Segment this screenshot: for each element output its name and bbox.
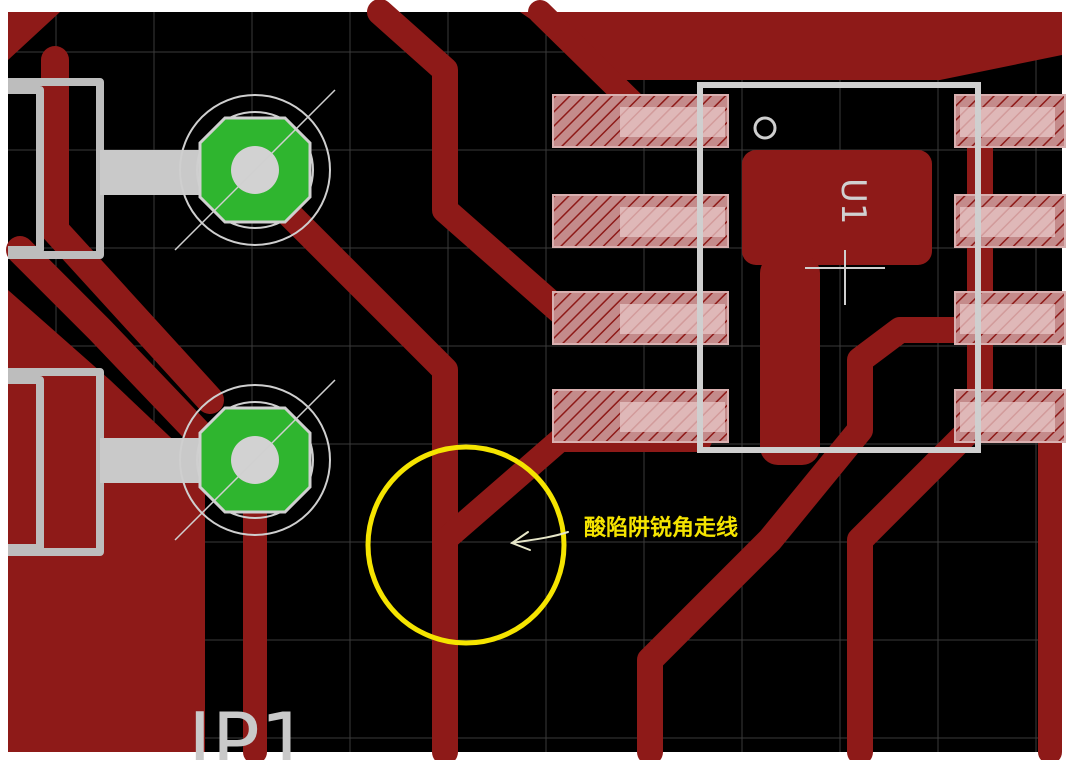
- pad-mask-right-1: [960, 107, 1055, 137]
- annotation-arrow: [509, 531, 569, 551]
- pad-mask-right-2: [960, 207, 1055, 237]
- copper-pour-top-right: [520, 12, 1062, 80]
- pad-mask-left-3: [620, 304, 725, 334]
- via-2: [174, 379, 336, 541]
- trace-center-main: [242, 167, 458, 760]
- connector-1-outline-inner: [8, 86, 44, 254]
- connector-1-leg: [100, 150, 210, 195]
- ic-designator: U1: [833, 178, 873, 225]
- pad-mask-left-4: [620, 402, 725, 432]
- trace-left-1: [41, 46, 224, 414]
- copper-pour-bottom-left: [8, 290, 205, 752]
- connector-designator: JP1: [183, 696, 311, 760]
- pad-mask-right-3: [960, 304, 1055, 334]
- copper-ic-body: [742, 150, 932, 265]
- trace-right-2: [637, 317, 1063, 760]
- copper-pour-top-left: [8, 12, 60, 60]
- pad-mask-right-4: [960, 402, 1055, 432]
- acid-trap-highlight-circle: [365, 444, 567, 646]
- copper-layer: [8, 12, 1062, 752]
- via-1: [174, 89, 336, 251]
- connector-legs: [100, 150, 210, 483]
- connector-2-leg: [100, 438, 210, 483]
- ic-outline: [697, 82, 981, 453]
- ic-silkscreen: [697, 82, 981, 453]
- trace-left-2: [6, 236, 219, 454]
- pad-mask-left-2: [620, 207, 725, 237]
- pin1-marker: [753, 116, 777, 140]
- copper-ic-tab: [760, 255, 820, 465]
- acid-trap-label: 酸陷阱锐角走线: [584, 515, 738, 541]
- pad-mask-left-1: [620, 107, 725, 137]
